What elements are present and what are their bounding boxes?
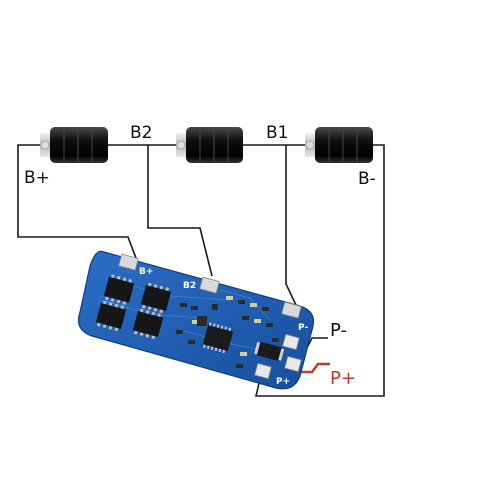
pad-b2 <box>199 276 220 294</box>
label-b2: B2 <box>130 123 152 143</box>
pcb-label-p-plus: P+ <box>276 377 290 387</box>
mosfet-chip-3 <box>95 300 127 332</box>
pad-p-minus <box>282 333 300 351</box>
pad-b-plus <box>118 253 139 271</box>
wire-b-plus <box>17 144 137 259</box>
shunt-resistor <box>254 341 285 361</box>
wire-b-minus <box>254 144 385 397</box>
pcb-label-b-plus: B+ <box>139 267 153 277</box>
pcb-label-p-minus: P- <box>298 323 308 333</box>
wires <box>17 144 385 397</box>
label-p-minus: P- <box>330 320 347 341</box>
controller-ic <box>202 322 234 354</box>
mosfet-chip-2 <box>140 282 172 314</box>
label-b-minus: B- <box>358 169 376 189</box>
label-b-plus: B+ <box>24 168 50 188</box>
pad-b1 <box>281 301 302 319</box>
wire-b1 <box>285 145 297 306</box>
bms-pcb-board: B+ B2 P- P+ <box>77 250 315 390</box>
battery-cell-3 <box>305 127 373 163</box>
mosfet-chip-4 <box>132 308 164 340</box>
pcb-label-b2: B2 <box>183 281 196 291</box>
wire-b2 <box>147 145 213 277</box>
wire-p-plus <box>300 362 330 374</box>
pad-b-minus <box>254 362 272 380</box>
label-p-plus: P+ <box>330 368 356 389</box>
label-b1: B1 <box>266 123 288 143</box>
battery-cell-2 <box>176 127 243 163</box>
pad-p-plus <box>284 355 302 373</box>
smd-components <box>176 296 279 368</box>
battery-cell-1 <box>40 127 108 163</box>
mosfet-chip-1 <box>103 274 135 305</box>
